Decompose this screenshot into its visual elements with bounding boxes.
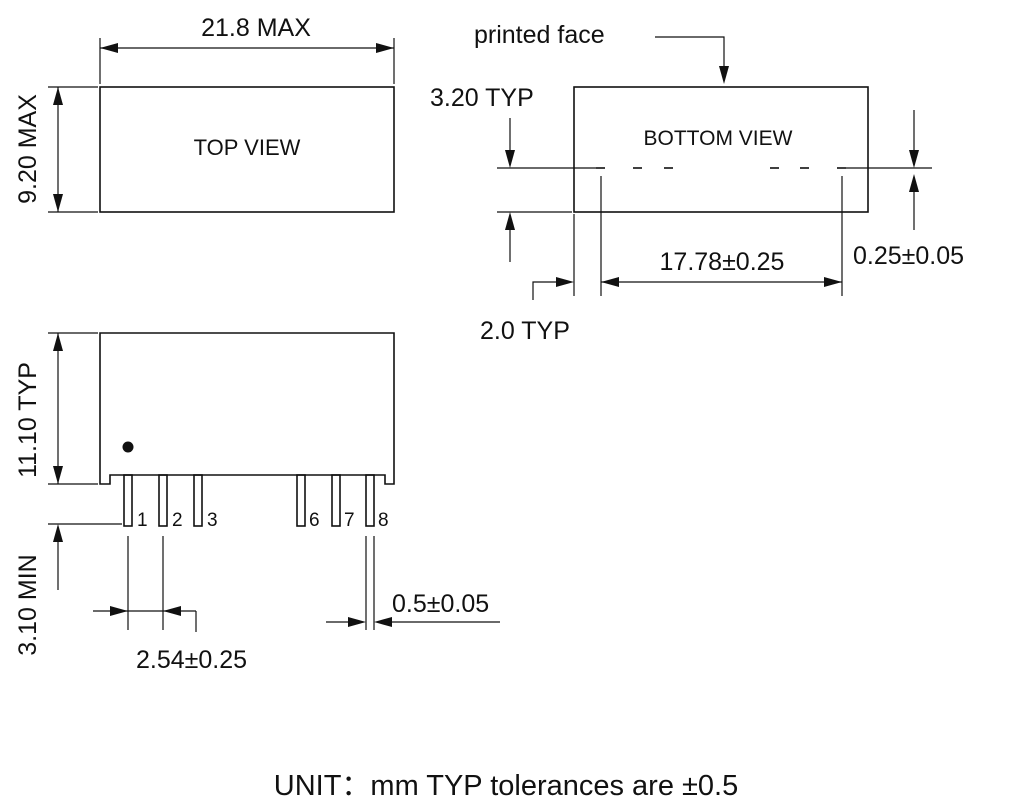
spacing-dim: 2.54±0.25 [136, 646, 247, 674]
side-view-body [99, 332, 395, 485]
pin-2 [158, 474, 168, 527]
pinwidth-arrow-right [374, 617, 392, 627]
edge-dim-leader [532, 281, 558, 300]
pin-length-arrow [53, 524, 63, 542]
side-height-arrow-top [53, 333, 63, 351]
pin-3 [193, 474, 203, 527]
pin-number-8: 8 [378, 510, 389, 531]
bottom-view-label: BOTTOM VIEW [644, 127, 793, 150]
bottom-view: BOTTOM VIEW printed face 3.20 TYP 0.25±0… [430, 21, 964, 345]
pin-number-7: 7 [344, 510, 355, 531]
bottom-height-arrow-upper [505, 150, 515, 168]
pin-number-1: 1 [137, 510, 148, 531]
pitch-arrow-left [601, 277, 619, 287]
side-height-dim: 11.10 TYP [14, 362, 42, 478]
spacing-arrow-right [163, 606, 181, 616]
offset-arrow-lower [909, 174, 919, 192]
top-height-dim: 9.20 MAX [14, 94, 42, 204]
top-view-outline [99, 86, 395, 213]
top-height-arrow-top [53, 87, 63, 105]
unit-note: UNIT：mm TYP tolerances are ±0.5 [274, 770, 739, 802]
pin-length-dim: 3.10 MIN [14, 554, 42, 655]
offset-dim: 0.25±0.05 [853, 242, 964, 270]
bottom-height-arrow-lower [505, 212, 515, 230]
bottom-height-dim: 3.20 TYP [430, 84, 534, 112]
pitch-arrow-right [824, 277, 842, 287]
top-width-dim: 21.8 MAX [201, 14, 311, 42]
pin-number-2: 2 [172, 510, 183, 531]
pin-number-6: 6 [309, 510, 320, 531]
top-view-label: TOP VIEW [194, 135, 301, 160]
pin-8 [365, 474, 375, 527]
top-width-arrow-right [376, 43, 394, 53]
side-view-pins [123, 474, 375, 527]
printed-face-label: printed face [474, 21, 605, 49]
pin-number-3: 3 [207, 510, 218, 531]
pinwidth-arrow-left [348, 617, 366, 627]
top-height-arrow-bottom [53, 194, 63, 212]
pin-7 [331, 474, 341, 527]
bottom-view-outline [573, 86, 869, 213]
edge-dim: 2.0 TYP [480, 317, 570, 345]
printed-face-arrow [719, 66, 729, 84]
top-width-arrow-left [100, 43, 118, 53]
side-view: 1 2 3 6 7 8 11.10 TYP 3.10 MIN 2.54±0.25 [14, 332, 500, 674]
pitch-dim: 17.78±0.25 [660, 248, 785, 276]
top-view: TOP VIEW 21.8 MAX 9.20 MAX [14, 14, 395, 213]
side-height-arrow-bottom [53, 466, 63, 484]
pinwidth-dim: 0.5±0.05 [392, 590, 489, 618]
pin-1 [123, 474, 133, 527]
pin-6 [296, 474, 306, 527]
spacing-arrow-left [110, 606, 128, 616]
printed-face-leader [655, 36, 725, 68]
edge-arrow-left [556, 277, 574, 287]
offset-arrow-upper [909, 150, 919, 168]
pin1-marker-dot [122, 441, 134, 453]
